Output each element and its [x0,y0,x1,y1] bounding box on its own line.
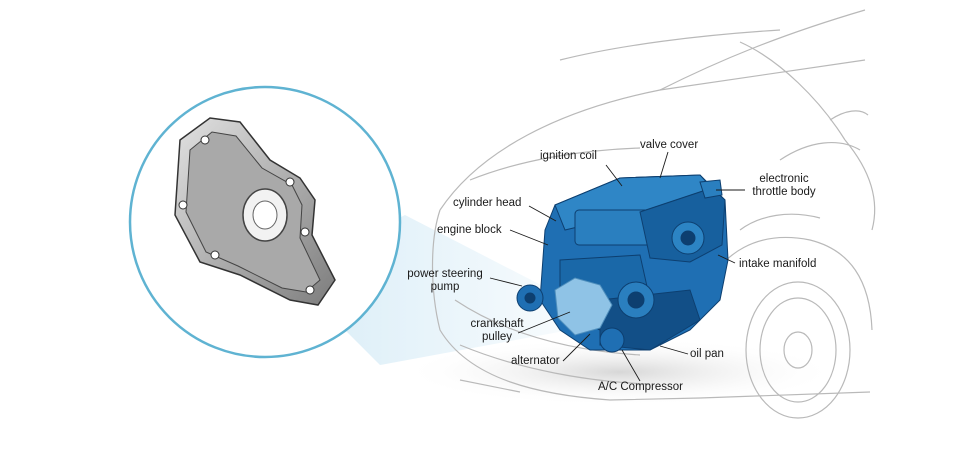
label-crankshaft-pulley-line2: pulley [481,331,513,343]
label-valve-cover: valve cover [640,139,699,151]
label-oil-pan: oil pan [690,348,724,360]
label-power-steering-pump-line1: power steering [407,268,483,280]
label-crankshaft-pulley: crankshaft pulley [466,318,528,344]
label-power-steering-pump: power steering pump [402,268,488,294]
magnified-part [174,117,336,306]
label-engine-block: engine block [437,224,502,236]
label-electronic-throttle-body-line1: electronic [759,173,809,185]
label-electronic-throttle-body-line2: throttle body [752,186,816,198]
highlighted-timing-cover [554,277,613,336]
label-power-steering-pump-line2: pump [430,281,460,293]
label-crankshaft-pulley-line1: crankshaft [470,318,524,330]
label-alternator: alternator [511,355,560,367]
leader-lines [489,151,745,382]
label-electronic-throttle-body: electronic throttle body [748,173,820,199]
ground-shadow [400,338,840,406]
label-cylinder-head: cylinder head [453,197,522,209]
label-ac-compressor: A/C Compressor [598,381,683,393]
label-intake-manifold: intake manifold [739,258,817,270]
label-ignition-coil: ignition coil [540,150,597,162]
